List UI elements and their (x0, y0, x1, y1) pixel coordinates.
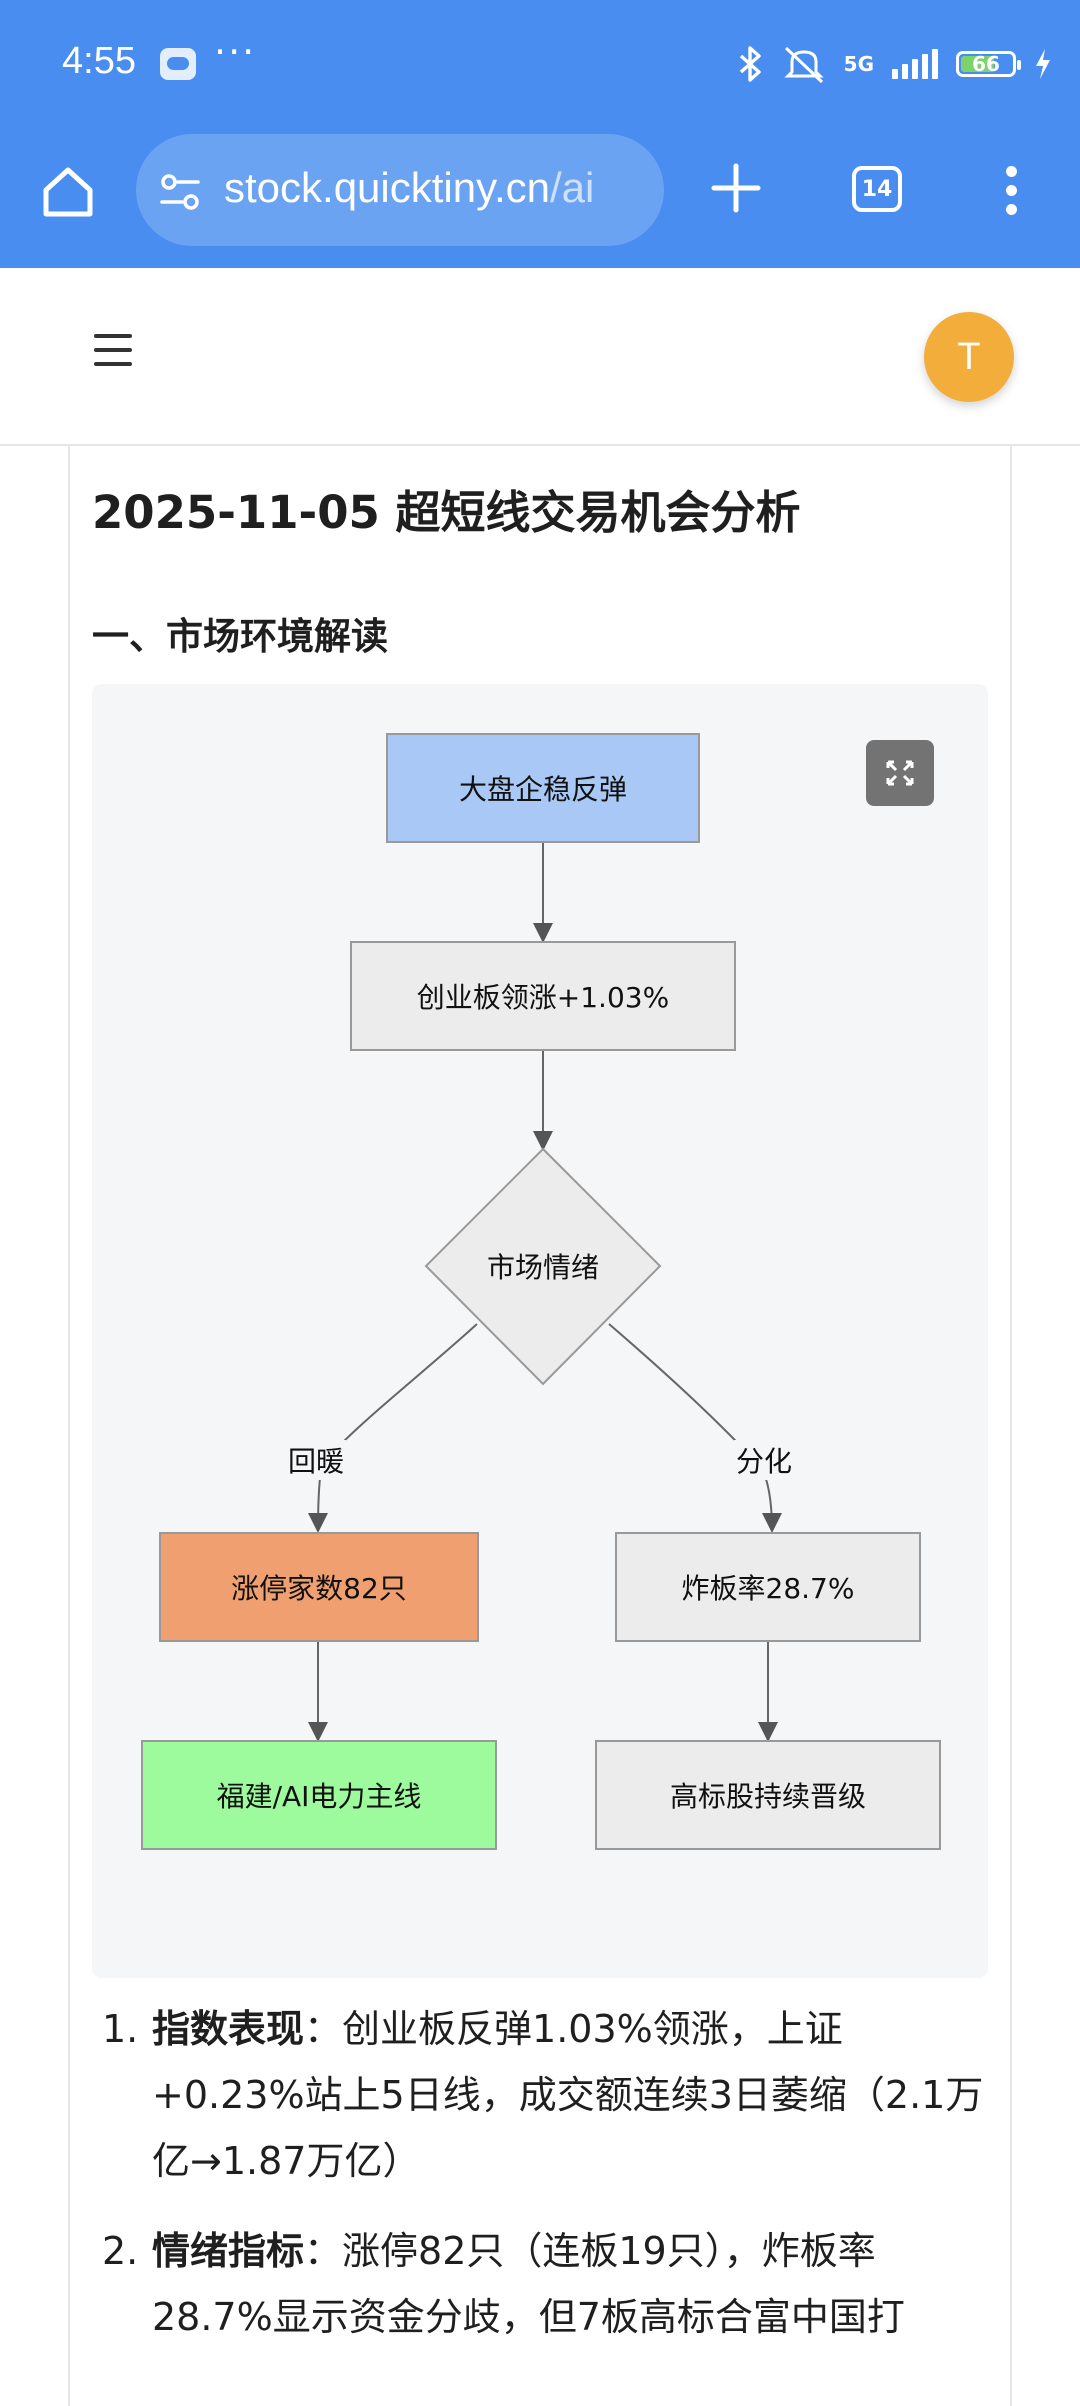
edge-label-split: 分化 (734, 1440, 795, 1480)
hamburger-menu-icon[interactable] (94, 334, 132, 368)
node-limit-up: 涨停家数82只 (159, 1532, 479, 1642)
list-item: 2. 情绪指标：涨停82只（连板19只），炸板率28.7%显示资金分歧，但7板高… (92, 2218, 992, 2350)
edge-label-warm: 回暖 (286, 1440, 347, 1480)
status-icons: 5G 66 (738, 40, 1052, 88)
analysis-list: 1. 指数表现：创业板反弹1.03%领涨，上证+0.23%站上5日线，成交额连续… (92, 1996, 992, 2374)
list-item-text: ：涨停82只（连板19只），炸板率28.7%显示资金分歧，但7板高标合富中国打 (152, 2229, 905, 2339)
node-sentiment-shape (424, 1147, 662, 1386)
section-heading: 一、市场环境解读 (92, 615, 388, 658)
list-item-label: 情绪指标 (152, 2229, 305, 2273)
node-break-rate: 炸板率28.7% (615, 1532, 921, 1642)
address-bar[interactable]: stock.quicktiny.cn/ai (136, 134, 664, 246)
mute-icon (784, 46, 824, 84)
list-item-label: 指数表现 (152, 2007, 305, 2051)
home-icon[interactable] (38, 162, 98, 222)
status-bar: 4:55 ··· 5G 66 (0, 0, 1080, 130)
fullscreen-button[interactable] (866, 740, 934, 806)
new-tab-icon[interactable] (708, 160, 764, 216)
tab-switcher-button[interactable]: 14 (852, 166, 902, 212)
page-title: 2025-11-05 超短线交易机会分析 (92, 486, 801, 539)
list-item-text: ：创业板反弹1.03%领涨，上证+0.23%站上5日线，成交额连续3日萎缩（2.… (152, 2007, 984, 2183)
battery-level: 66 (972, 52, 1000, 76)
node-sentiment: 市场情绪 (486, 1251, 599, 1284)
site-settings-icon[interactable] (158, 170, 202, 214)
edge-sentiment-break (608, 1323, 782, 1533)
flowchart-edges (308, 770, 782, 1742)
list-item: 1. 指数表现：创业板反弹1.03%领涨，上证+0.23%站上5日线，成交额连续… (92, 1996, 992, 2194)
article-card (68, 446, 1012, 2406)
list-item-number: 2. (102, 2229, 139, 2273)
fullscreen-icon (886, 760, 914, 786)
browser-toolbar: stock.quicktiny.cn/ai 14 (0, 130, 1080, 268)
node-mainline: 福建/AI电力主线 (141, 1740, 497, 1850)
node-promotion: 高标股持续晋级 (595, 1740, 941, 1850)
weather-icon (160, 48, 196, 80)
user-avatar[interactable]: T (924, 312, 1014, 402)
url-path: /ai (550, 164, 595, 211)
list-item-number: 1. (102, 2007, 139, 2051)
more-notifications-icon: ··· (214, 30, 257, 74)
browser-menu-icon[interactable] (996, 160, 1026, 220)
browser-top-bar: 4:55 ··· 5G 66 (0, 0, 1080, 268)
url-text[interactable]: stock.quicktiny.cn/ai (224, 164, 644, 212)
bluetooth-icon (739, 46, 761, 82)
node-start: 大盘企稳反弹 (386, 733, 700, 843)
edge-sentiment-limitup (308, 1323, 478, 1533)
site-header: T (0, 268, 1080, 446)
url-domain: stock.quicktiny.cn (224, 164, 551, 211)
status-time: 4:55 (62, 40, 136, 82)
node-gem: 创业板领涨+1.03% (350, 941, 736, 1051)
flowchart: 大盘企稳反弹 创业板领涨+1.03% 市场情绪 回暖 分化 涨停家数82只 炸板… (92, 684, 988, 1978)
signal-icon (892, 49, 938, 79)
battery-icon: 66 (956, 51, 1021, 77)
network-type: 5G (843, 52, 874, 76)
charging-icon (1036, 49, 1050, 79)
